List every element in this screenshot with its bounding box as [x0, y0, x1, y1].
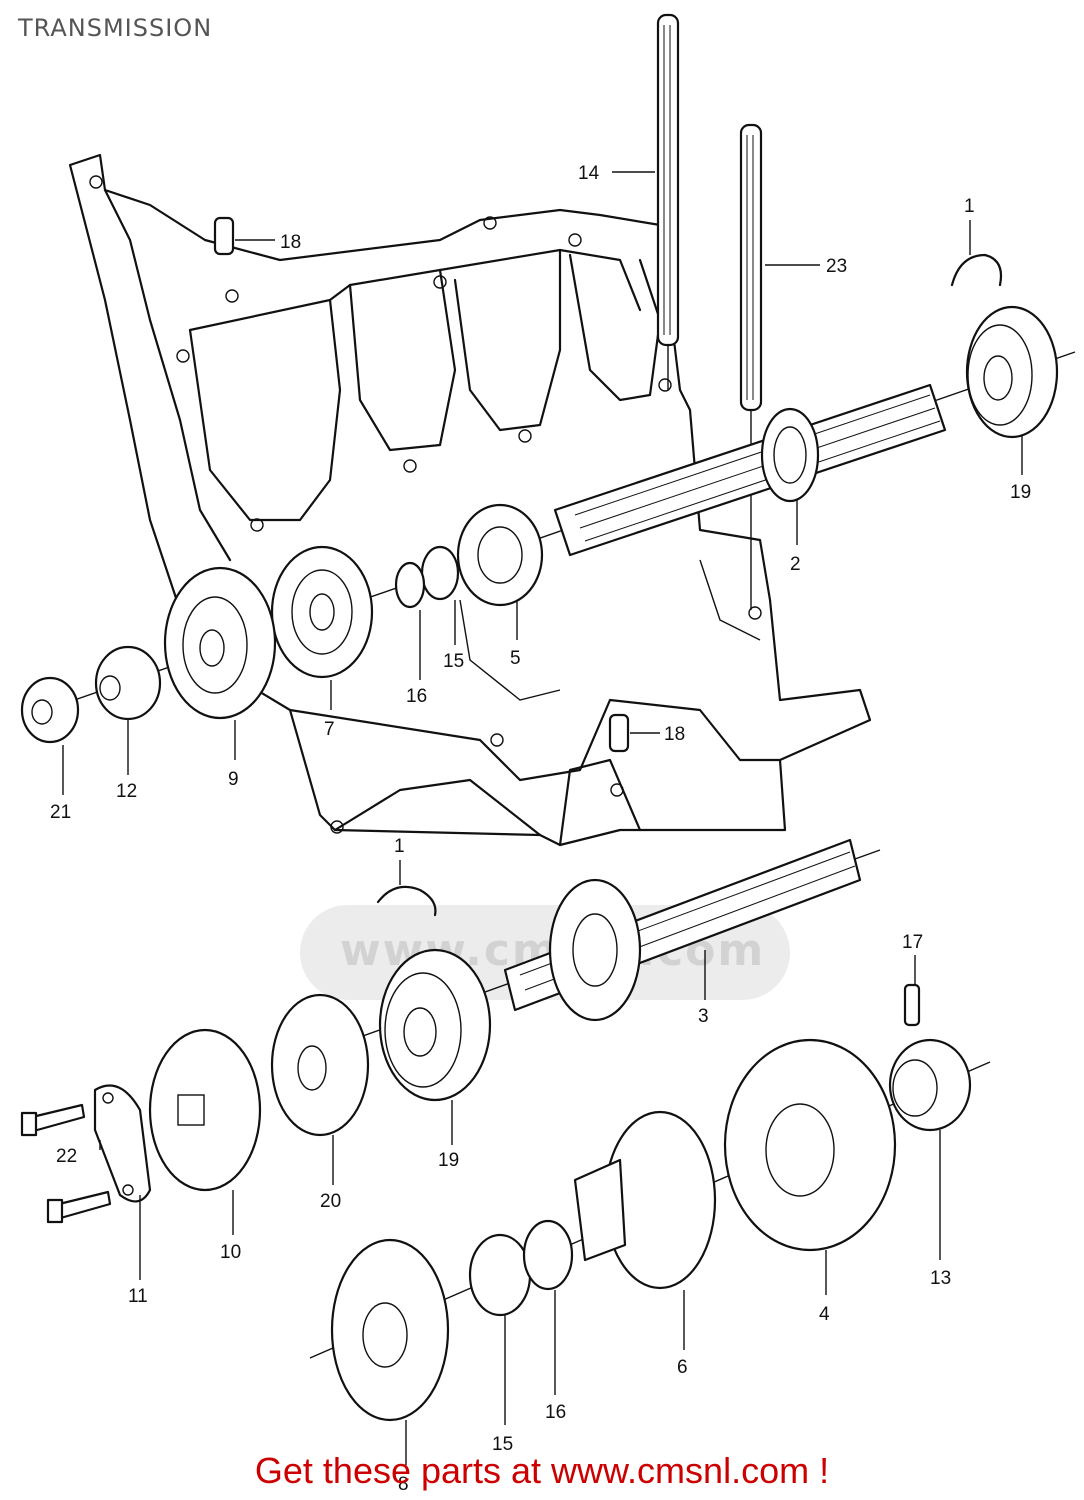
callout-15-lower: 15 — [492, 1434, 513, 1455]
circlip-1-lower — [376, 885, 437, 917]
callout-18-upper: 18 — [280, 232, 301, 253]
gear-5 — [456, 503, 544, 607]
bushing-13 — [888, 1038, 972, 1132]
sprocket-10 — [148, 1028, 262, 1192]
callouts: 1 1 2 3 4 5 6 7 8 9 10 11 12 13 14 15 15… — [50, 163, 1031, 1495]
callout-1-upper: 1 — [964, 196, 975, 217]
callout-21: 21 — [50, 802, 71, 823]
callout-18-lower: 18 — [664, 724, 685, 745]
page-title: TRANSMISSION — [18, 14, 213, 42]
footer-promo-link[interactable]: Get these parts at www.cmsnl.com ! — [254, 1450, 830, 1491]
callout-22: 22 — [56, 1146, 77, 1167]
circlip-1-upper — [950, 253, 1003, 287]
callout-10: 10 — [220, 1242, 241, 1263]
callout-16-lower: 16 — [545, 1402, 566, 1423]
callout-15-upper: 15 — [443, 651, 464, 672]
bolts-22 — [20, 1103, 112, 1224]
callout-19-upper: 19 — [1010, 482, 1031, 503]
callout-12: 12 — [116, 781, 137, 802]
dowel-pin-18-upper — [213, 216, 235, 256]
callout-4: 4 — [819, 1304, 830, 1325]
bearing-19-upper — [965, 305, 1059, 439]
gear-6 — [573, 1110, 717, 1290]
callout-16-upper: 16 — [406, 686, 427, 707]
collar-12 — [94, 645, 162, 721]
gear-4 — [723, 1038, 897, 1252]
fixing-plate-11 — [93, 1084, 152, 1203]
shaft-23 — [739, 123, 763, 610]
oil-seal-20 — [270, 993, 370, 1137]
gear-9 — [163, 566, 277, 720]
washer-15-upper — [420, 545, 460, 601]
pin-17 — [903, 983, 921, 1027]
callout-17: 17 — [902, 932, 923, 953]
callout-23: 23 — [826, 256, 847, 277]
callout-7: 7 — [324, 719, 335, 740]
callout-9: 9 — [228, 769, 239, 790]
callout-14: 14 — [578, 163, 600, 184]
callout-13: 13 — [930, 1268, 951, 1289]
dowel-pin-18-lower — [608, 713, 630, 753]
callout-11: 11 — [128, 1286, 148, 1307]
callout-20: 20 — [320, 1191, 341, 1212]
leader-lines — [62, 171, 1023, 1465]
circlip-16-lower — [522, 1219, 574, 1291]
circlip-16-upper — [394, 561, 426, 609]
bearing-19-lower — [378, 948, 492, 1102]
callout-6: 6 — [677, 1357, 688, 1378]
callout-5: 5 — [510, 648, 521, 669]
shaft-14 — [656, 13, 680, 390]
callout-2: 2 — [790, 554, 801, 575]
callout-19-lower: 19 — [438, 1150, 459, 1171]
callout-8: 8 — [398, 1474, 409, 1495]
bearing-21 — [20, 676, 80, 744]
countershaft — [309, 838, 881, 1056]
main-shaft — [39, 351, 1076, 713]
gear-7 — [270, 545, 374, 679]
callout-3: 3 — [698, 1006, 709, 1027]
washer-15-lower — [468, 1233, 532, 1317]
callout-1-lower: 1 — [394, 836, 405, 857]
